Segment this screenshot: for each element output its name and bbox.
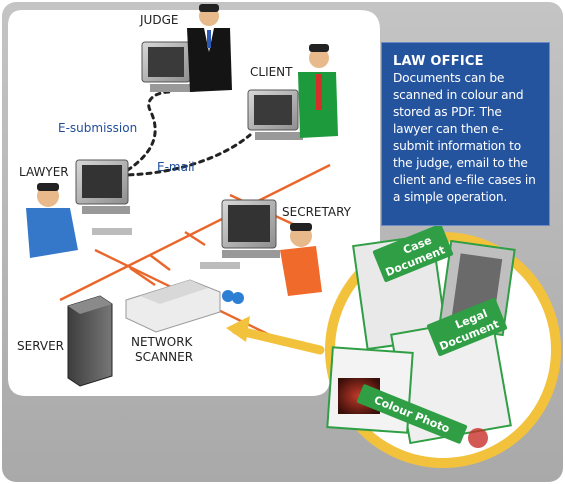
- info-box-title: LAW OFFICE: [393, 54, 484, 69]
- lawyer-workstation: [26, 159, 132, 258]
- label-esubmission: E-submission: [58, 121, 137, 135]
- scan-arrow-head: [226, 316, 250, 342]
- judge-workstation: [141, 4, 232, 92]
- label-secretary: SECRETARY: [282, 205, 352, 219]
- esubmission-link: [118, 90, 172, 177]
- label-lawyer: LAWYER: [19, 165, 69, 179]
- label-judge: JUDGE: [139, 13, 178, 27]
- label-client: CLIENT: [250, 65, 293, 79]
- info-box-body: Documents can be scanned in colour and s…: [393, 71, 536, 204]
- scan-arrow: [231, 325, 325, 355]
- server-rack: [67, 295, 113, 387]
- label-scanner-line1: NETWORK: [131, 335, 194, 349]
- law-office-info-box: LAW OFFICE Documents can be scanned in c…: [381, 42, 550, 226]
- label-email: E-mail: [157, 160, 195, 174]
- client-workstation: [247, 44, 338, 140]
- label-scanner-line2: SCANNER: [135, 350, 193, 364]
- label-server: SERVER: [17, 339, 64, 353]
- network-scanner: [125, 279, 221, 333]
- email-link: [118, 133, 252, 177]
- secretary-workstation: [200, 199, 322, 304]
